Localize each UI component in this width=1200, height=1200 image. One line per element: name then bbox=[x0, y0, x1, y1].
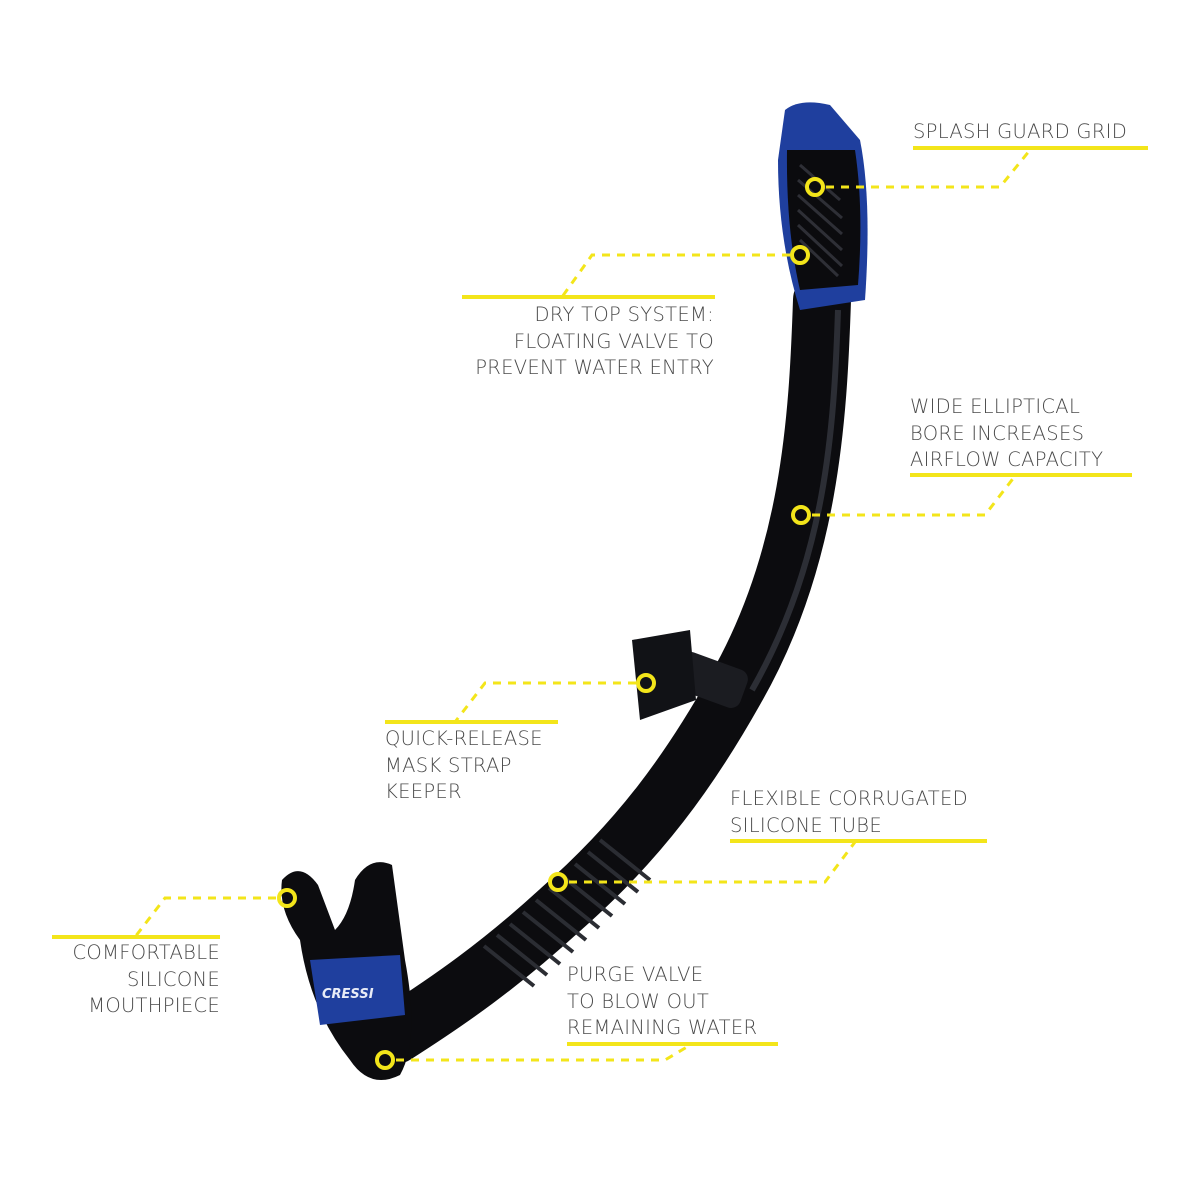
callout-line: WIDE ELLIPTICAL bbox=[910, 395, 1081, 418]
callout-wide-elliptical-bore: WIDE ELLIPTICAL BORE INCREASES AIRFLOW C… bbox=[910, 394, 1103, 474]
callout-quick-release-keeper: QUICK-RELEASE MASK STRAP KEEPER bbox=[385, 726, 543, 806]
marker-tube bbox=[548, 872, 568, 892]
marker-mouthpiece bbox=[277, 888, 297, 908]
callout-splash-guard-grid: SPLASH GUARD GRID bbox=[913, 119, 1127, 146]
callout-line: BORE INCREASES bbox=[910, 421, 1085, 445]
callout-line: SILICONE TUBE bbox=[730, 813, 882, 837]
callout-line: SILICONE bbox=[126, 967, 220, 991]
callout-mouthpiece: COMFORTABLE SILICONE MOUTHPIECE bbox=[73, 940, 220, 1020]
callout-line: QUICK-RELEASE bbox=[385, 727, 543, 750]
marker-purge bbox=[375, 1050, 395, 1070]
callout-line: KEEPER bbox=[385, 780, 462, 803]
callout-line: PREVENT WATER ENTRY bbox=[475, 356, 714, 379]
callout-line: PURGE VALVE bbox=[567, 963, 704, 986]
marker-keeper bbox=[636, 673, 656, 693]
callout-line: REMAINING WATER bbox=[567, 1016, 758, 1039]
marker-splash-guard bbox=[805, 177, 825, 197]
callout-line: AIRFLOW CAPACITY bbox=[910, 448, 1104, 471]
callout-line: MOUTHPIECE bbox=[88, 994, 220, 1017]
snorkel-tube bbox=[366, 271, 851, 1064]
leader-lines bbox=[133, 149, 1032, 1062]
mask-strap-keeper bbox=[632, 630, 748, 720]
callout-line: DRY TOP SYSTEM: bbox=[534, 303, 714, 326]
callout-markers bbox=[277, 177, 825, 1070]
marker-bore bbox=[791, 505, 811, 525]
callout-line: FLEXIBLE CORRUGATED bbox=[730, 787, 968, 810]
callout-dry-top-system: DRY TOP SYSTEM: FLOATING VALVE TO PREVEN… bbox=[475, 302, 714, 382]
callout-line: SPLASH GUARD GRID bbox=[913, 120, 1128, 143]
marker-dry-top bbox=[790, 245, 810, 265]
cressi-logo: CRESSI bbox=[322, 987, 374, 1002]
callout-line: MASK STRAP bbox=[385, 753, 512, 777]
callout-line: FLOATING VALVE TO bbox=[513, 329, 714, 353]
callout-line: TO BLOW OUT bbox=[567, 989, 710, 1013]
label-underlines bbox=[52, 146, 1148, 1046]
callout-flexible-tube: FLEXIBLE CORRUGATED SILICONE TUBE bbox=[730, 786, 968, 839]
callout-line: COMFORTABLE bbox=[72, 941, 220, 964]
dry-top-head bbox=[778, 102, 868, 310]
mouthpiece: CRESSI bbox=[281, 862, 412, 1080]
callout-purge-valve: PURGE VALVE TO BLOW OUT REMAINING WATER bbox=[567, 962, 757, 1042]
